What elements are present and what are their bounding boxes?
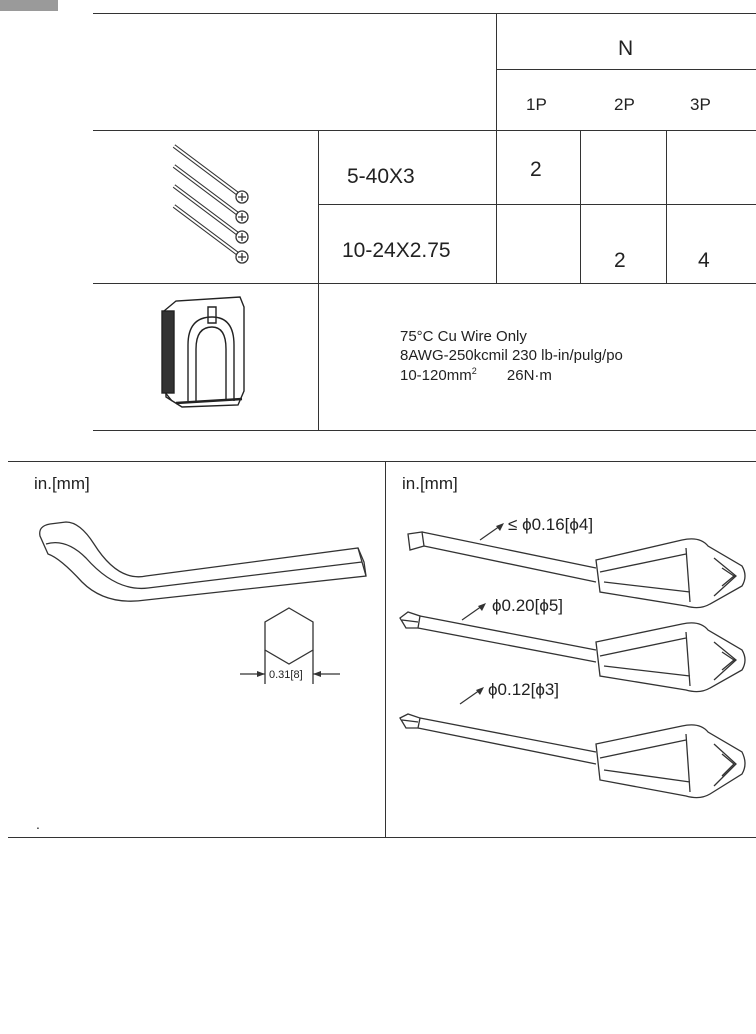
screwdriver-1-size: ≤ ϕ0.16[ϕ4]	[508, 515, 593, 535]
terminal-lug-icon	[161, 296, 245, 408]
lug-spec-line-1: 75°C Cu Wire Only	[400, 328, 527, 345]
flat-screwdriver-icon	[407, 531, 746, 609]
column-header-1p: 1P	[526, 95, 547, 114]
header-group-n: N	[618, 37, 634, 60]
size-arrow-3	[459, 687, 484, 705]
screw-qty-r2-2p: 2	[614, 249, 626, 272]
screw-spec-1: 5-40X3	[347, 165, 415, 188]
phillips-screwdriver-icon	[399, 713, 746, 799]
size-arrow-2	[461, 603, 486, 621]
column-header-2p: 2P	[614, 95, 635, 114]
lug-spec-line-2: 8AWG-250kcmil 230 lb-in/pulg/po	[400, 347, 623, 364]
lug-wire-range: 10-120mm	[400, 367, 472, 384]
screw-qty-r1-1p: 2	[530, 158, 542, 181]
screwdriver-1-prefix: ≤	[508, 515, 518, 534]
screws-icon	[172, 144, 249, 264]
left-unit-label: in.[mm]	[34, 474, 90, 493]
hex-dimension-label: 0.31[8]	[269, 669, 303, 681]
screwdriver-3-size: ϕ0.12[ϕ3]	[488, 680, 560, 699]
hex-profile-icon	[240, 607, 340, 684]
column-header-3p: 3P	[690, 95, 711, 114]
lug-spec-line-3: 10-120mm2 26N·m	[400, 366, 552, 384]
size-arrow-1	[479, 523, 504, 541]
hex-key-icon	[39, 521, 367, 602]
screw-spec-2: 10-24X2.75	[342, 239, 451, 262]
screwdriver-1-value: ϕ0.16[ϕ4]	[522, 515, 594, 534]
lug-torque: 26N·m	[506, 367, 552, 384]
right-unit-label: in.[mm]	[402, 474, 458, 493]
phillips-screwdriver-icon	[399, 611, 746, 693]
lug-wire-range-sup: 2	[471, 366, 477, 376]
screwdriver-2-size: ϕ0.20[ϕ5]	[492, 596, 564, 615]
footnote-mark: .	[36, 816, 40, 832]
corner-tab	[0, 0, 58, 11]
screw-qty-r2-3p: 4	[698, 249, 710, 272]
